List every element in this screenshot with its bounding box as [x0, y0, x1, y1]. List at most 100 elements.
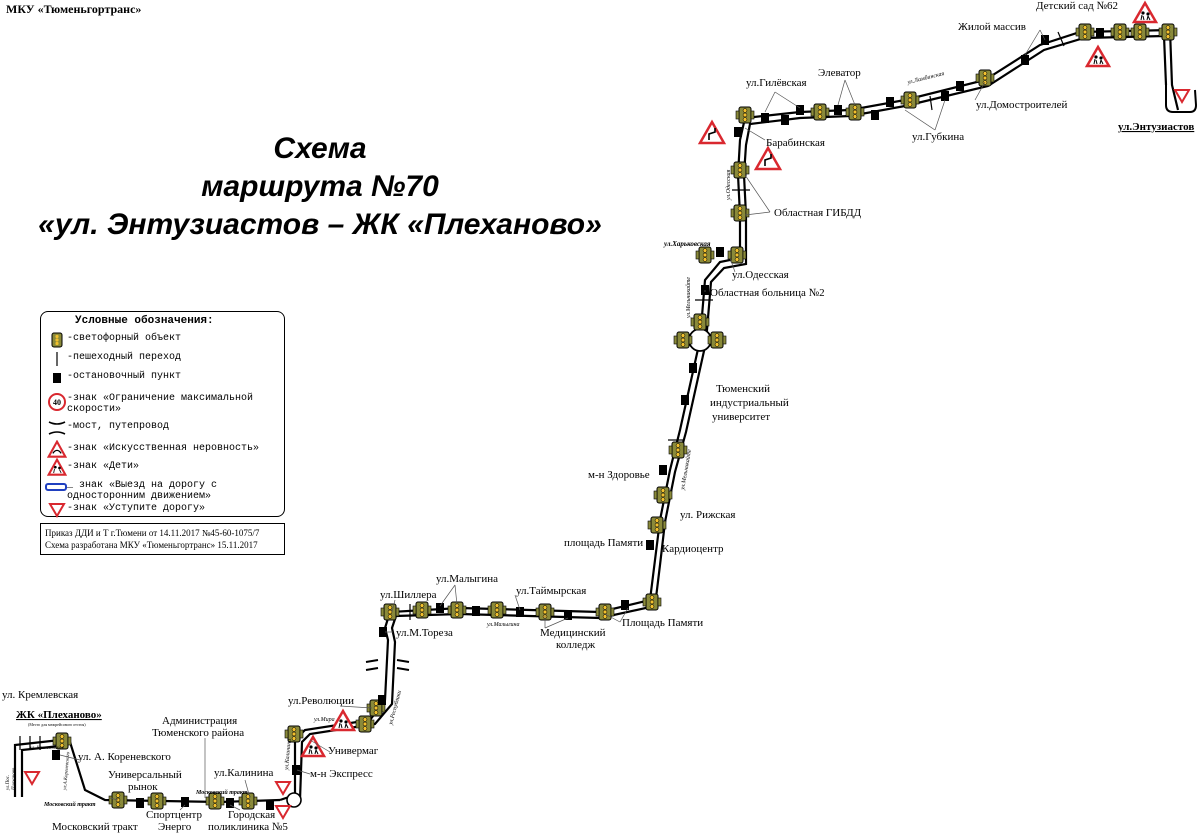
traffic-light-icon [735, 106, 755, 124]
curve-sign-icon [698, 120, 726, 145]
bus-stop-icon [1096, 28, 1104, 38]
pedestrian-crossings [19, 31, 1065, 750]
label-melnikaite-1: ул.Мельникайте [685, 277, 692, 319]
label-lambinskaya: ул.Ламбинская [906, 70, 945, 86]
label-administratsiya-1: Администрация [162, 715, 237, 727]
curve-sign-icon [754, 146, 782, 171]
bus-stop-icon [564, 610, 572, 620]
traffic-light-icon [653, 486, 673, 504]
label-odesskaya: ул.Одесская [732, 269, 789, 281]
traffic-light-icon [730, 161, 750, 179]
turnaround-loop [1165, 85, 1198, 113]
leader-lines [59, 29, 1046, 811]
traffic-light-icon [975, 69, 995, 87]
label-gibdd: Областная ГИБДД [774, 207, 862, 219]
traffic-light-icon [695, 246, 715, 264]
label-malygina-street: ул.Малыгина [486, 622, 520, 628]
children-sign-icon [47, 458, 67, 476]
label-taymyrskaya: ул.Таймырская [516, 585, 586, 597]
label-poliklinika-2: поликлиника №5 [208, 821, 288, 833]
traffic-light-icon [380, 603, 400, 621]
label-revolyutsii: ул.Революции [288, 695, 354, 707]
bus-stop-icon [956, 81, 964, 91]
label-kalinina-vertical: ул.Калинина [284, 739, 293, 772]
bus-stop-icon [292, 765, 300, 775]
label-sportcenter-1: Спортцентр [146, 809, 202, 821]
label-university-2: индустриальный [710, 397, 789, 409]
traffic-light-icon [845, 103, 865, 121]
bridge-icon [365, 659, 410, 671]
bus-stop-icon [1021, 55, 1029, 65]
traffic-light-icon [1130, 23, 1150, 41]
label-ploshchad-1: площадь Памяти [564, 537, 643, 549]
order-note-line-2: Схема разработана МКУ «Тюменьгортранс» 1… [45, 540, 258, 550]
bus-stop-icon [53, 373, 61, 383]
bus-stop-icon [52, 750, 60, 760]
legend-text: -знак «Уступите дорогу» [67, 503, 206, 514]
bus-stop-icon [834, 105, 842, 115]
label-kharkovskaya: ул.Харьковская [663, 240, 711, 248]
yield-sign-icon [275, 805, 291, 819]
legend-item-yield: -знак «Уступите дорогу» [41, 500, 286, 520]
label-medcollege-1: Медицинский [540, 627, 606, 639]
bus-stop-icon [516, 607, 524, 617]
bus-stop-icon [734, 127, 742, 137]
children-sign-icon [1085, 45, 1111, 68]
label-moskovsky-trakt-road-2: Московский тракт [43, 801, 96, 808]
bus-stop-icon [689, 363, 697, 373]
label-bolnitsa: Областная больница №2 [710, 287, 825, 299]
label-mira: ул.Мира [313, 717, 335, 723]
legend-text: -знак «Ограничение максимальной скорости… [67, 393, 254, 415]
label-kremlevskaya: ул. Кремлевская [2, 689, 78, 701]
label-detsky-sad: Детский сад №62 [1036, 0, 1118, 12]
label-administratsiya-2: Тюменского района [152, 727, 244, 739]
label-shillera: ул.Шиллера [380, 589, 437, 601]
legend-text: -знак «Дети» [67, 461, 140, 472]
bus-stop-icon [659, 465, 667, 475]
traffic-light-icon [1158, 23, 1178, 41]
label-univermag: Универмаг [328, 745, 379, 757]
bus-stop-icon [886, 97, 894, 107]
legend-text: _ знак «Выезд на дорогу с односторонним … [67, 480, 218, 502]
bus-stop-icon [646, 540, 654, 550]
yield-sign-icon [24, 771, 40, 785]
traffic-light-icon [1075, 23, 1095, 41]
label-gubkina: ул.Губкина [912, 131, 964, 143]
label-rynok-1: Универсальный [108, 769, 182, 781]
label-rynok-2: рынок [128, 781, 158, 793]
label-zdorovye: м-н Здоровье [588, 469, 650, 481]
children-sign-icon [1132, 1, 1158, 24]
bus-stop-icon [181, 797, 189, 807]
legend-text: -пешеходный переход [67, 352, 182, 363]
organization-name: МКУ «Тюменьгортранс» [6, 2, 142, 16]
traffic-light-icon [668, 441, 688, 459]
label-poliklinika-1: Городская [228, 809, 275, 821]
bus-stop-icon [681, 395, 689, 405]
label-plekhanovo: ЖК «Плеханово» [16, 709, 102, 721]
traffic-light-icon [355, 715, 375, 733]
label-toreza: ул.М.Тореза [396, 627, 453, 639]
legend-box: Условные обозначения: -светофорный объек… [40, 311, 286, 520]
order-note: Приказ ДДИ и Т г.Тюмени от 14.11.2017 №4… [40, 523, 285, 555]
label-domostroiteley: ул.Домостроителей [976, 99, 1068, 111]
label-moskovsky-trakt-stop: Московский тракт [52, 821, 138, 833]
label-barabinskaya: Барабинская [766, 137, 825, 149]
legend-item-one-way-exit: _ знак «Выезд на дорогу с односторонним … [41, 477, 286, 502]
legend-text: -мост, путепровод [67, 421, 170, 432]
speed-bump-sign-icon [47, 440, 67, 458]
traffic-light-icon [707, 331, 727, 349]
label-university-3: университет [712, 411, 770, 423]
label-sportcenter-2: Энерго [158, 821, 192, 833]
title-line-2: маршрута №70 [201, 170, 439, 203]
legend-item-children: -знак «Дети» [41, 458, 286, 478]
label-bolshevikov-1: ул.Пос. [6, 775, 11, 791]
traffic-light-icon [647, 516, 667, 534]
bus-stop-icon [378, 695, 386, 705]
bus-stop-icon [716, 247, 724, 257]
label-entuziastov: ул.Энтузиастов [1118, 121, 1194, 133]
label-korenevskogo: ул. А. Кореневского [78, 751, 171, 763]
legend-item-bus-stop: -остановочный пункт [41, 368, 286, 388]
label-plekhanovo-note: (Место для межрейсового отстоя) [28, 722, 86, 727]
